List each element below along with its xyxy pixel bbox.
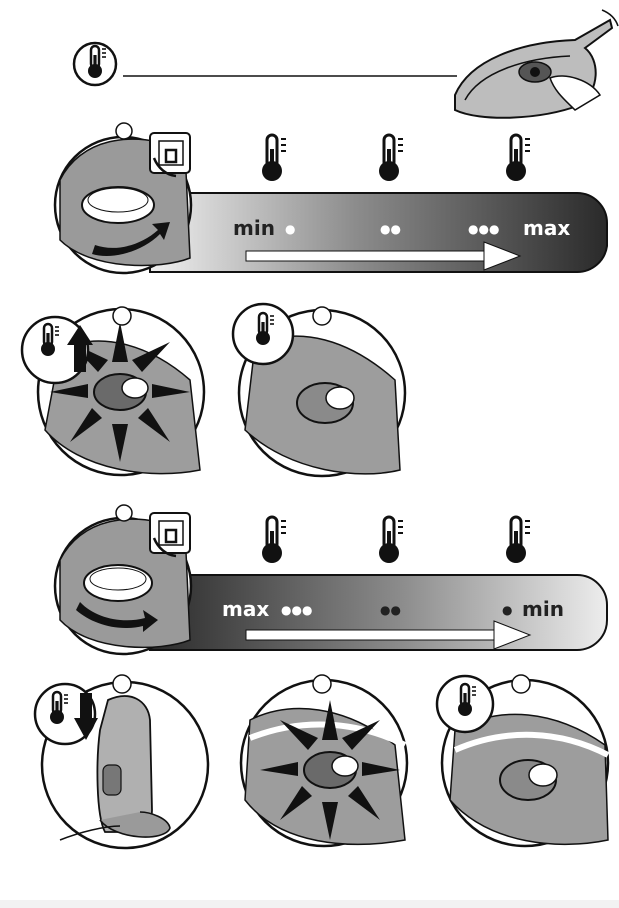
dial-closeup-decrease <box>55 505 191 654</box>
dial-closeup-increase <box>55 123 191 273</box>
temperature-ready-badge <box>437 676 493 732</box>
page-bottom-strip <box>0 900 619 908</box>
thermometer-icon <box>262 135 286 181</box>
plug-icon <box>150 133 190 176</box>
scale-increase-dot-1: ● <box>285 222 295 236</box>
scale-increase: min ● ●● ●●● max <box>55 123 607 273</box>
scale-decrease-min-label: min <box>522 597 564 621</box>
scale-increase-dots-3: ●●● <box>468 222 499 236</box>
temperature-drop-badge <box>35 684 98 744</box>
scale-increase-max-label: max <box>523 216 570 240</box>
scale-decrease-dot-1: ● <box>502 603 512 617</box>
indicator-heating-on <box>22 307 204 475</box>
iron-standing-panel <box>35 675 208 848</box>
indicator-cooling-on <box>241 675 407 846</box>
thermometer-icon <box>262 517 286 563</box>
thermometer-icon <box>379 135 403 181</box>
indicator-heating-off <box>233 304 405 476</box>
header-thermometer-badge <box>74 43 116 85</box>
temperature-ready-badge <box>233 304 293 364</box>
thermometer-icon <box>379 517 403 563</box>
scale-decrease-max-label: max <box>222 597 269 621</box>
thermometer-icon <box>506 135 530 181</box>
iron-dial-illustration <box>455 10 618 118</box>
scale-increase-min-label: min <box>233 216 275 240</box>
scale-decrease-dots-2: ●● <box>380 603 401 617</box>
thermometer-icon <box>506 517 530 563</box>
scale-decrease: max ●●● ●● ● min <box>55 505 607 654</box>
scale-decrease-dots-3: ●●● <box>281 603 312 617</box>
scale-increase-dots-2: ●● <box>380 222 401 236</box>
indicator-cooling-off <box>437 675 608 846</box>
plug-icon <box>150 513 190 556</box>
